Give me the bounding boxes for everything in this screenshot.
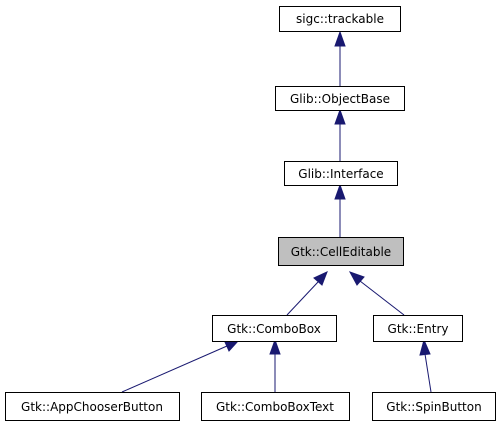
- edge-interface-to-objectbase: [334, 108, 346, 161]
- node-label: sigc::trackable: [296, 12, 384, 26]
- node-label: Gtk::CellEditable: [291, 245, 391, 259]
- edge-celleditable-to-interface: [334, 183, 346, 237]
- node-label: Glib::ObjectBase: [290, 92, 390, 106]
- node-glib-interface[interactable]: Glib::Interface: [284, 161, 398, 186]
- edge-appchooser-to-combobox: [121, 339, 241, 393]
- node-gtk-spinbutton[interactable]: Gtk::SpinButton: [372, 392, 496, 421]
- node-glib-objectbase[interactable]: Glib::ObjectBase: [275, 86, 405, 111]
- edge-objectbase-to-trackable: [334, 30, 346, 86]
- node-gtk-celleditable[interactable]: Gtk::CellEditable: [278, 237, 404, 266]
- node-label: Gtk::Entry: [388, 322, 449, 336]
- node-gtk-combobox[interactable]: Gtk::ComboBox: [212, 315, 337, 342]
- node-gtk-comboboxtext[interactable]: Gtk::ComboBoxText: [201, 392, 350, 421]
- edge-entry-to-celleditable: [348, 271, 405, 316]
- node-label: Gtk::ComboBox: [227, 322, 321, 336]
- node-label: Gtk::ComboBoxText: [216, 400, 334, 414]
- node-label: Gtk::SpinButton: [386, 400, 481, 414]
- node-sigc-trackable[interactable]: sigc::trackable: [279, 6, 401, 32]
- node-gtk-appchooserbutton[interactable]: Gtk::AppChooserButton: [5, 392, 180, 421]
- node-label: Gtk::AppChooserButton: [21, 400, 163, 414]
- edge-spinbutton-to-entry: [419, 338, 432, 393]
- node-label: Glib::Interface: [298, 167, 383, 181]
- edge-combobox-to-celleditable: [286, 271, 328, 316]
- edge-comboboxtext-to-combobox: [269, 338, 281, 392]
- node-gtk-entry[interactable]: Gtk::Entry: [373, 315, 463, 342]
